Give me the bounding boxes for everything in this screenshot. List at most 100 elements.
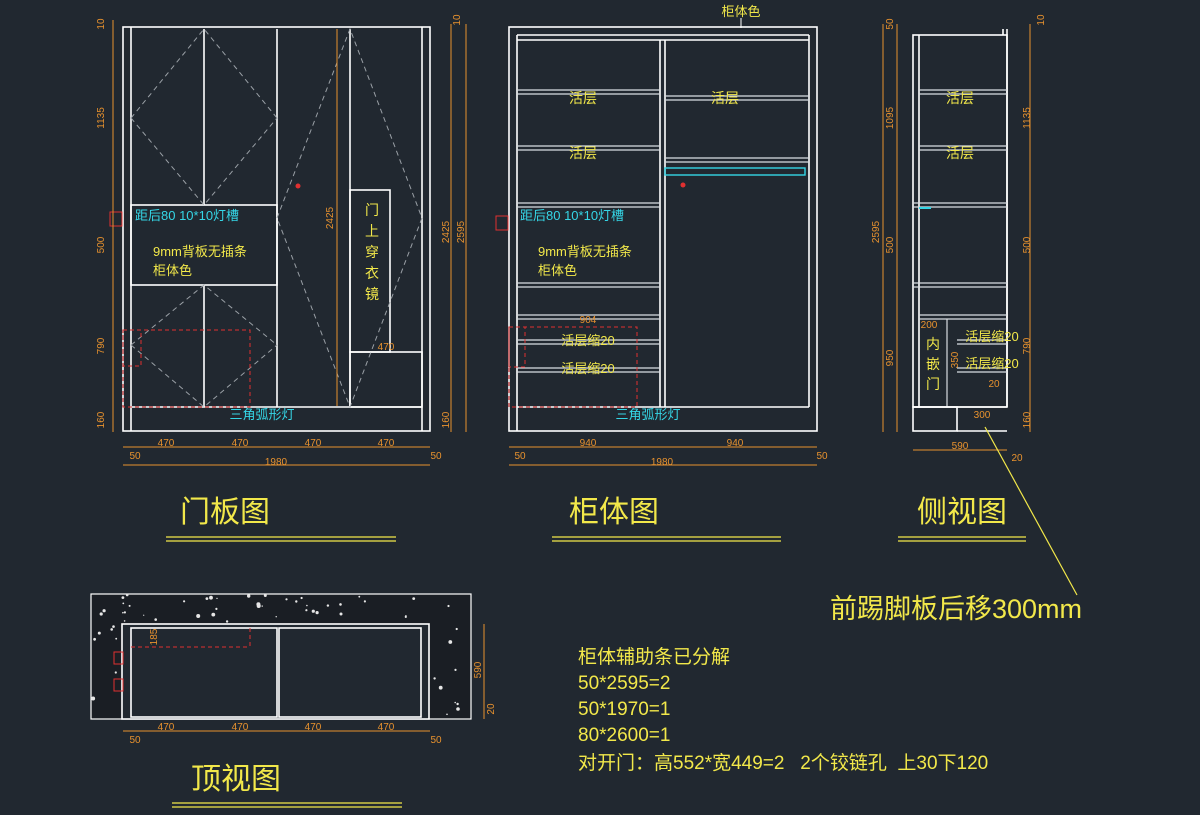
wall-texture-dot xyxy=(306,604,308,607)
wall-texture-dot xyxy=(110,628,113,631)
door-lights-label: 距后80 10*10灯槽 xyxy=(135,208,239,223)
wall-texture-dot xyxy=(209,595,213,600)
dim-side-l-total: 2595 xyxy=(871,220,882,243)
wall-texture-dot xyxy=(363,600,366,603)
door-arc-light-label: 三角弧形灯 xyxy=(229,407,294,422)
cabinet-color-label: 柜体色 xyxy=(538,263,577,278)
wall-texture-dot xyxy=(305,609,308,612)
wall-texture-dot xyxy=(285,598,288,601)
wall-texture-dot xyxy=(455,627,458,631)
dim-door-m2: 470 xyxy=(378,342,395,353)
dim-side-l1: 1095 xyxy=(885,106,896,129)
dim-door-b2: 470 xyxy=(232,438,249,449)
side-inner-door-char-2: 嵌 xyxy=(926,356,940,372)
cabinet-view-title: 柜体图 xyxy=(569,496,659,529)
note-line-3: 50*1970=1 xyxy=(578,699,670,720)
door-mirror-char-3: 穿 xyxy=(365,244,379,260)
wall-texture-dot xyxy=(115,637,118,640)
wall-texture-dot xyxy=(358,595,361,598)
side-dim-350: 350 xyxy=(950,351,961,368)
side-drawer-label-2: 活层缩20 xyxy=(965,356,1018,371)
wall-texture-dot xyxy=(263,594,267,597)
dim-cabinet-b2: 940 xyxy=(727,438,744,449)
wall-texture-dot xyxy=(112,625,115,628)
dim-door-h2: 500 xyxy=(96,236,107,253)
wall-texture-dot xyxy=(261,605,263,607)
top-dim-590: 590 xyxy=(473,661,484,678)
wall-texture-dot xyxy=(154,618,157,621)
wall-texture-dot xyxy=(215,607,218,611)
side-view: 活层 活层 内 嵌 门 活层缩20 活层缩20 200 20 350 300 5… xyxy=(871,14,1078,596)
dim-door-h3: 790 xyxy=(96,337,107,354)
dim-side-r4: 160 xyxy=(1022,411,1033,428)
wall-texture-dot xyxy=(97,631,101,635)
wall-texture-dot xyxy=(412,597,416,600)
wall-texture-dot xyxy=(183,600,186,603)
cabinet-back-label: 9mm背板无插条 xyxy=(538,244,632,259)
dim-side-r-top: 10 xyxy=(1036,14,1047,26)
dim-side-l-top: 50 xyxy=(885,18,896,30)
note-line-4: 80*2600=1 xyxy=(578,725,670,746)
dim-door-r1: 2425 xyxy=(441,220,452,243)
wall-texture-dot xyxy=(128,604,131,607)
dim-cabinet-b1: 940 xyxy=(580,438,597,449)
wall-texture-dot xyxy=(456,707,460,711)
wall-texture-dot xyxy=(275,616,277,618)
wall-texture-dot xyxy=(211,612,216,617)
dim-door-b1: 470 xyxy=(158,438,175,449)
cabinet-shelf-label-2: 活层 xyxy=(569,145,597,161)
dim-side-r3: 790 xyxy=(1022,337,1033,354)
wall-texture-dot xyxy=(93,637,96,641)
dim-door-m1: 2425 xyxy=(325,206,336,229)
dim-side-l2: 500 xyxy=(885,236,896,253)
wall-texture-dot xyxy=(339,612,343,616)
dim-door-br: 50 xyxy=(430,451,442,462)
dim-door-top: 10 xyxy=(96,18,107,30)
side-shelf-label-2: 活层 xyxy=(946,145,974,161)
dim-door-b3: 470 xyxy=(305,438,322,449)
wall-texture-dot xyxy=(102,609,106,613)
dim-side-r2: 500 xyxy=(1022,236,1033,253)
wall-texture-dot xyxy=(216,597,218,600)
door-mirror-char-4: 衣 xyxy=(365,265,379,281)
dim-door-r3: 10 xyxy=(452,14,463,26)
wall-texture-dot xyxy=(295,600,298,603)
dim-door-bl: 50 xyxy=(129,451,141,462)
wall-texture-dot xyxy=(143,614,145,616)
wall-texture-dot xyxy=(446,713,448,716)
dim-side-b-r: 20 xyxy=(1011,453,1023,464)
side-inner-door-char-1: 内 xyxy=(926,336,940,352)
cabinet-shelf-label-1: 活层 xyxy=(569,90,597,106)
dim-top-b4: 470 xyxy=(378,722,395,733)
door-mirror-char-2: 上 xyxy=(365,223,379,239)
cabinet-view: 柜体色 活层 活层 活层 距后80 10*10灯槽 9mm背板无插条 柜体色 9… xyxy=(495,4,828,542)
door-color-label: 柜体色 xyxy=(153,263,192,278)
dim-door-r2: 2595 xyxy=(456,220,467,243)
note-line-2: 50*2595=2 xyxy=(578,673,670,694)
wall-texture-dot xyxy=(196,614,201,618)
top-dim-185: 185 xyxy=(149,628,160,645)
note-line-5: 对开门：高552*宽449=2 2个铰链孔 上30下120 xyxy=(578,752,988,774)
dim-top-b1: 470 xyxy=(158,722,175,733)
top-view-title: 顶视图 xyxy=(191,763,281,796)
wall-texture-dot xyxy=(123,620,126,622)
side-view-title: 侧视图 xyxy=(917,496,1007,529)
wall-texture-dot xyxy=(300,596,303,600)
dim-door-h1: 1135 xyxy=(96,107,107,129)
wall-texture-dot xyxy=(122,602,125,605)
wall-texture-dot xyxy=(315,611,319,615)
wall-texture-dot xyxy=(205,597,209,600)
dim-door-b4: 470 xyxy=(378,438,395,449)
wall-texture-dot xyxy=(225,620,229,623)
door-mirror-char-5: 镜 xyxy=(365,286,379,302)
dim-cabinet-total: 1980 xyxy=(651,457,674,468)
dim-side-r1: 1135 xyxy=(1022,107,1033,129)
wall-texture-dot xyxy=(91,696,96,701)
dim-cabinet-bl: 50 xyxy=(514,451,526,462)
wall-texture-dot xyxy=(125,593,129,597)
wall-texture-dot xyxy=(454,701,457,704)
wall-texture-dot xyxy=(114,671,117,674)
wall-texture-dot xyxy=(339,603,342,606)
wall-texture-dot xyxy=(121,596,125,599)
